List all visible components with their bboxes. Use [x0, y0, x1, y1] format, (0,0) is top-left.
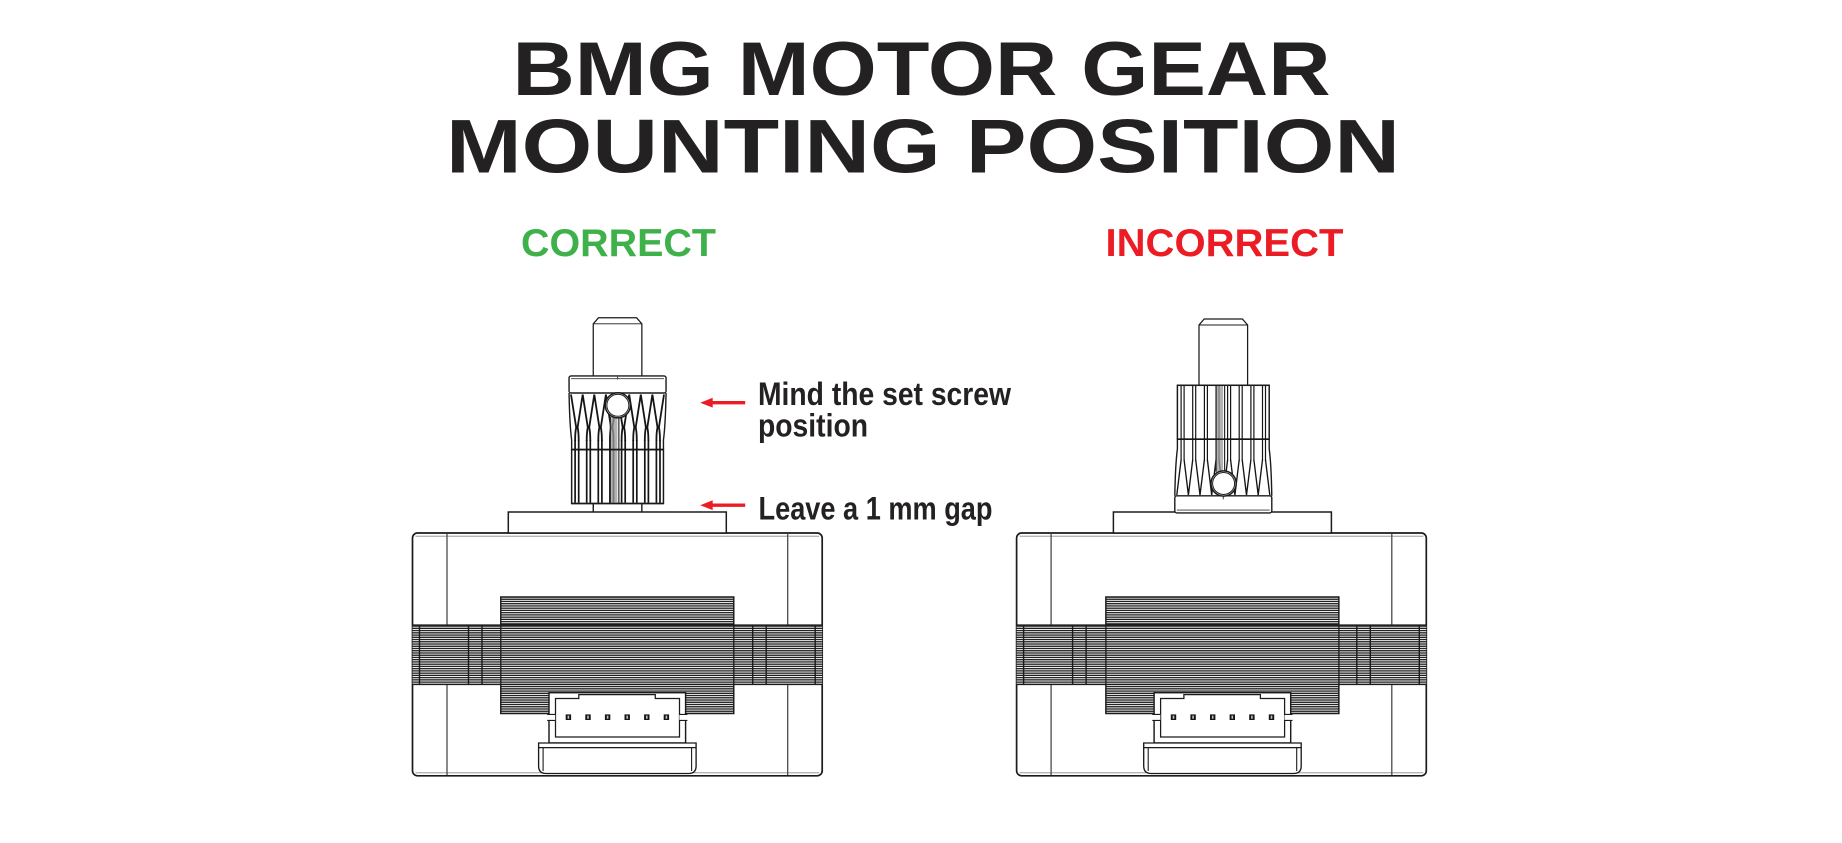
- svg-text:INCORRECT: INCORRECT: [1106, 222, 1344, 265]
- svg-text:BMG MOTOR GEAR: BMG MOTOR GEAR: [513, 27, 1331, 112]
- svg-text:CORRECT: CORRECT: [521, 222, 716, 265]
- svg-text:Mind the set screw: Mind the set screw: [758, 376, 1011, 412]
- svg-text:Leave a 1 mm gap: Leave a 1 mm gap: [759, 491, 993, 527]
- svg-text:position: position: [758, 408, 868, 444]
- svg-text:MOUNTING POSITION: MOUNTING POSITION: [446, 105, 1400, 190]
